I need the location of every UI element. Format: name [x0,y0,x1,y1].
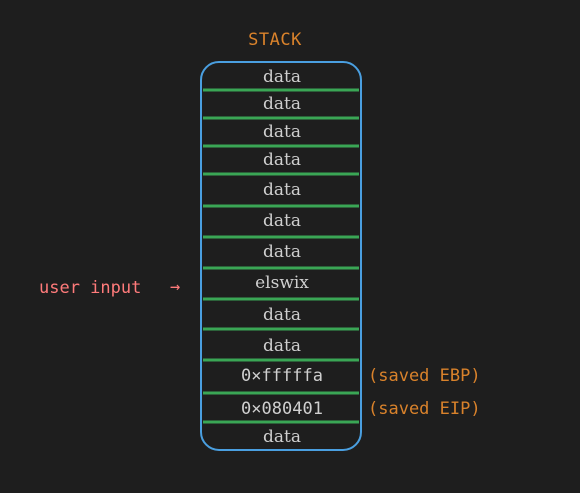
right-arrow-icon: → [170,277,181,297]
stack-cell: data [263,122,301,142]
user-input-label: user input [39,278,142,298]
stack-cell: 0×080401 [241,399,323,419]
stack-cell: data [263,242,301,262]
stack-cell: data [263,180,301,200]
stack-border [200,61,362,451]
stack-cell: data [263,150,301,170]
stack-cell: elswix [255,273,309,293]
stack-cell: data [263,94,301,114]
stack-cell: data [263,427,301,447]
stack-cell: data [263,305,301,325]
stack-title: STACK [248,30,302,50]
stack-cell: data [263,67,301,87]
stack-cell: 0×fffffa [241,366,323,386]
stack-cell: data [263,211,301,231]
stack-dividers [203,88,359,424]
saved-ebp-annotation: (saved EBP) [368,366,481,386]
stack-cell: data [263,336,301,356]
saved-eip-annotation: (saved EIP) [368,399,481,419]
